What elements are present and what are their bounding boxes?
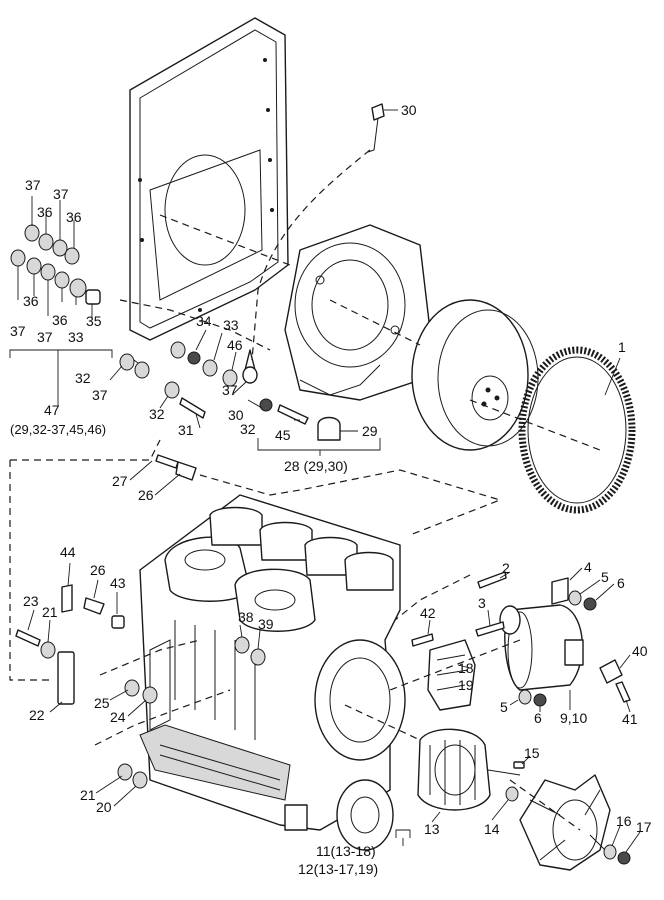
callout-9-10: 9,10 [560, 710, 587, 726]
callout-32-c: 32 [240, 421, 256, 437]
callout-14: 14 [484, 821, 500, 837]
washer-set-left [10, 224, 101, 305]
callout-3: 3 [478, 595, 486, 611]
callout-22: 22 [29, 707, 45, 723]
callout-6-b: 6 [534, 710, 542, 726]
callout-16: 16 [616, 813, 632, 829]
callout-17: 17 [636, 819, 652, 835]
callout-29: 29 [362, 423, 378, 439]
callout-30-top: 30 [401, 102, 417, 118]
callout-32-b: 32 [149, 406, 165, 422]
callout-21-a: 21 [42, 604, 58, 620]
callout-27: 27 [112, 473, 128, 489]
callout-32-a: 32 [75, 370, 91, 386]
callout-37-a: 37 [25, 177, 41, 193]
callout-labels: 30 1 37 37 36 36 36 36 37 37 33 35 34 33… [10, 102, 652, 877]
callout-37-d: 37 [37, 329, 53, 345]
callout-36-c: 36 [23, 293, 39, 309]
callout-43: 43 [110, 575, 126, 591]
callout-37-c: 37 [10, 323, 26, 339]
flywheel-housing [284, 224, 431, 401]
callout-5-b: 5 [500, 699, 508, 715]
callout-15: 15 [524, 745, 540, 761]
engine-block [139, 494, 406, 851]
callout-44: 44 [60, 544, 76, 560]
callout-25: 25 [94, 695, 110, 711]
callout-36-a: 36 [37, 204, 53, 220]
callout-28: 28 (29,30) [284, 458, 348, 474]
callout-31: 31 [178, 422, 194, 438]
callout-12: 12(13-17,19) [298, 861, 378, 877]
callout-36-b: 36 [66, 209, 82, 225]
callout-37-b: 37 [53, 186, 69, 202]
callout-11: 11(13-18) [316, 843, 376, 859]
callout-33-a: 33 [68, 329, 84, 345]
assembly-guide-lines [9, 149, 601, 831]
callout-38: 38 [238, 609, 254, 625]
callout-21-b: 21 [80, 787, 96, 803]
callout-36-d: 36 [52, 312, 68, 328]
hardware-left-side [15, 584, 266, 789]
callout-45: 45 [275, 427, 291, 443]
callout-23: 23 [23, 593, 39, 609]
callout-35: 35 [86, 313, 102, 329]
callout-46: 46 [227, 337, 243, 353]
callout-33-b: 33 [223, 317, 239, 333]
callout-4: 4 [584, 559, 592, 575]
callout-6-a: 6 [617, 575, 625, 591]
hardware-bracket-26-27 [155, 454, 197, 481]
callout-1: 1 [618, 339, 626, 355]
callout-47-contents: (29,32-37,45,46) [10, 422, 106, 437]
callout-47: 47 [44, 402, 60, 418]
callout-18: 18 [458, 660, 474, 676]
callout-34: 34 [196, 313, 212, 329]
callout-13: 13 [424, 821, 440, 837]
callout-24: 24 [110, 709, 126, 725]
callout-20: 20 [96, 799, 112, 815]
starter-motor [499, 604, 584, 691]
rear-frame-plate [129, 17, 289, 341]
callout-37-e: 37 [92, 387, 108, 403]
control-unit [427, 639, 476, 711]
callout-30-mid: 30 [228, 407, 244, 423]
alternator [417, 728, 521, 811]
callout-41: 41 [622, 711, 638, 727]
hardware-right-side [411, 571, 631, 865]
callout-26-a: 26 [138, 487, 154, 503]
callout-2: 2 [502, 560, 510, 576]
callout-39: 39 [258, 616, 274, 632]
callout-26-b: 26 [90, 562, 106, 578]
hardware-mid-left [119, 341, 341, 441]
callout-5-a: 5 [601, 569, 609, 585]
callout-19: 19 [458, 677, 474, 693]
callout-37-f: 37 [222, 382, 238, 398]
sensor-cable [367, 103, 385, 153]
group-brackets [9, 349, 411, 846]
leader-lines [17, 109, 641, 853]
ring-gear [518, 346, 636, 514]
callout-42: 42 [420, 605, 436, 621]
fan [519, 774, 611, 871]
callout-40: 40 [632, 643, 648, 659]
